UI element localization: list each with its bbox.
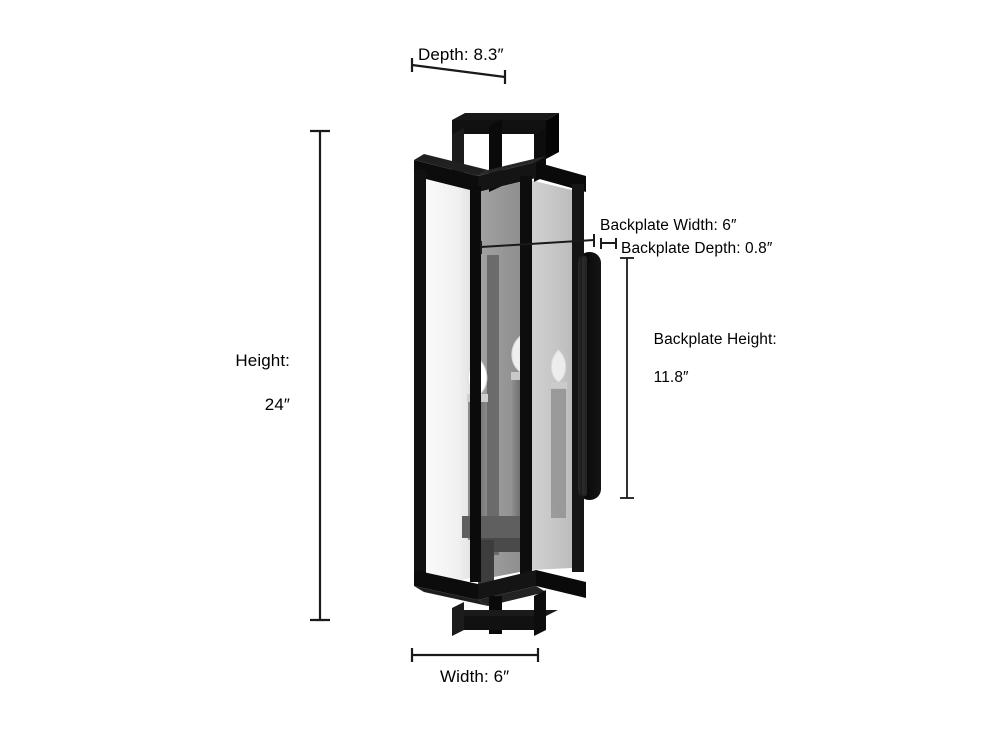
height-label-line1: Height: bbox=[235, 351, 290, 370]
candle-right bbox=[550, 349, 567, 518]
width-label: Width: 6″ bbox=[440, 667, 510, 686]
backplate-depth-dimension-line bbox=[600, 238, 617, 249]
backplate bbox=[578, 252, 601, 500]
depth-dimension-line bbox=[410, 58, 507, 84]
backplate-height-label-line2: 11.8″ bbox=[653, 369, 689, 386]
backplate-height-label-line1: Backplate Height: bbox=[653, 331, 777, 348]
depth-label: Depth: 8.3″ bbox=[418, 45, 504, 64]
backplate-depth-label: Backplate Depth: 0.8″ bbox=[621, 240, 773, 257]
backplate-width-dimension-line bbox=[480, 234, 595, 254]
height-label: Height: 24″ bbox=[180, 328, 290, 438]
height-label-line2: 24″ bbox=[264, 395, 290, 414]
width-dimension-line bbox=[410, 648, 540, 662]
backplate-height-label: Backplate Height: 11.8″ bbox=[636, 311, 777, 406]
height-dimension-line bbox=[310, 129, 330, 622]
backplate-width-label: Backplate Width: 6″ bbox=[600, 217, 737, 234]
backplate-height-dimension-line bbox=[620, 257, 634, 499]
lantern-frame bbox=[414, 113, 586, 636]
